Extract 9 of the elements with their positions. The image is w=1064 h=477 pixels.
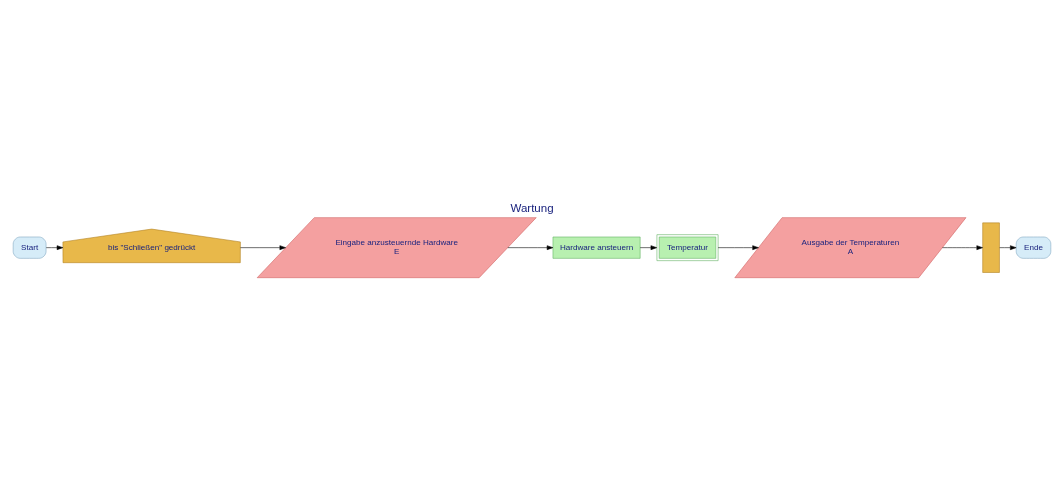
arrow [240, 244, 286, 250]
arrow [999, 244, 1017, 250]
arrow [639, 244, 657, 250]
arrow [507, 244, 554, 250]
arrow [717, 244, 759, 250]
diagram-title: Wartung [510, 201, 554, 214]
arrow [942, 244, 983, 250]
arrow [45, 244, 64, 250]
node-box [982, 222, 1000, 273]
